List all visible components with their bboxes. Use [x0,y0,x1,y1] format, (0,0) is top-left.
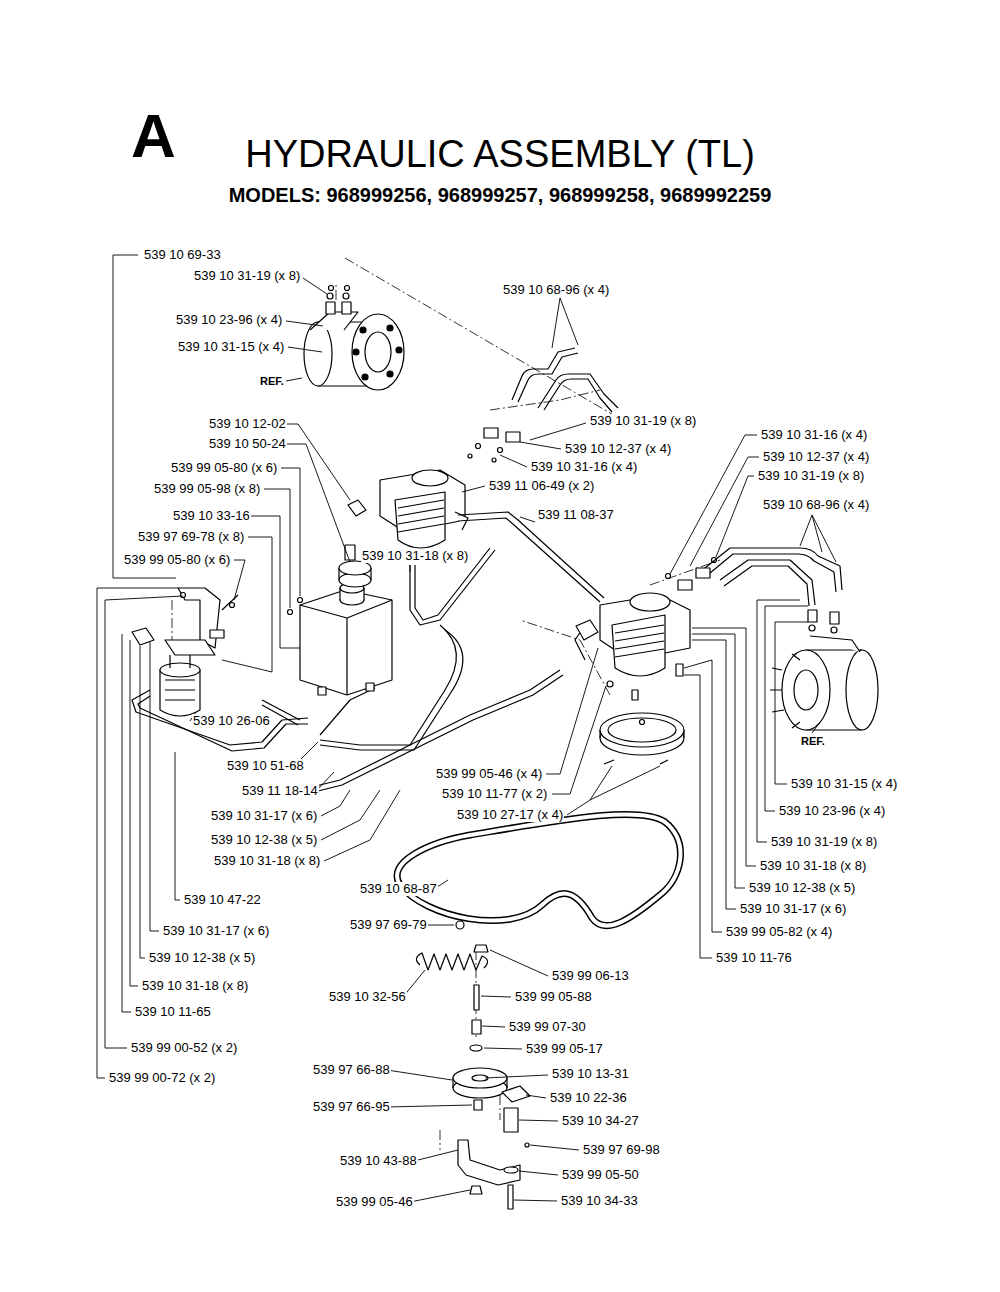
callout-number: 539 11 18-14 [241,784,319,798]
callout-number: 539 10 31-19 (x 8) [770,835,878,849]
callout-number: 539 99 05-88 [514,990,593,1004]
callout-number: 539 99 05-46 [335,1195,414,1209]
callout-number: 539 10 12-38 (x 5) [210,833,318,847]
drive-belt [397,814,680,925]
callout-number: 539 10 12-37 (x 4) [564,442,672,456]
callout-number: 539 10 23-96 (x 4) [175,313,283,327]
callout-number: 539 10 13-31 [551,1067,630,1081]
callout-number: 539 10 34-27 [561,1114,640,1128]
callout-number: 539 10 31-16 (x 4) [530,460,638,474]
callout-number: 539 10 12-38 (x 5) [148,951,256,965]
callout-number: 539 10 31-15 (x 4) [177,340,285,354]
wheel-motor [304,286,404,391]
callout-number: 539 99 05-80 (x 6) [123,553,231,567]
callout-number: 539 10 26-06 [192,714,271,728]
callout-number: 539 10 31-19 (x 8) [757,469,865,483]
callout-number: 539 99 05-17 [525,1042,604,1056]
callout-number: 539 99 05-46 (x 4) [435,767,543,781]
callout-number: 539 10 31-18 (x 8) [759,859,867,873]
models-line: MODELS: 968999256, 968999257, 968999258,… [228,184,773,206]
callout-number: 539 99 05-82 (x 4) [725,925,833,939]
callout-number: 539 10 12-38 (x 5) [748,881,856,895]
callout-number: 539 10 50-24 [208,437,287,451]
alignment-line [172,258,720,1150]
callout-number: 539 10 11-77 (x 2) [441,787,548,801]
callout-number: 539 99 07-30 [508,1020,587,1034]
callout-number: 539 99 05-98 (x 8) [153,482,261,496]
callout-number: 539 10 31-19 (x 8) [193,269,301,283]
wheel-motor [770,610,878,730]
callout-number: 539 11 08-37 [537,508,615,522]
callout-number: 539 97 66-95 [312,1100,391,1114]
callout-number: 539 10 22-36 [549,1091,628,1105]
callout-number: 539 10 68-87 [359,882,438,896]
callout-number: 539 10 34-33 [560,1194,639,1208]
callout-number: 539 97 69-79 [349,918,428,932]
callout-number: 539 10 31-17 (x 6) [210,809,318,823]
callout-number: 539 10 31-18 (x 8) [361,549,469,563]
leader-line [97,255,836,1202]
callout-number: REF. [259,375,285,387]
section-letter: A [130,102,177,170]
diagram-title: HYDRAULIC ASSEMBLY (TL) [244,134,756,176]
callout-number: 539 10 31-19 (x 8) [589,414,697,428]
callout-number: 539 10 31-18 (x 8) [141,979,249,993]
reservoir-tank [288,561,393,695]
callout-number: 539 10 12-02 [208,417,287,431]
callout-number: 539 10 31-15 (x 4) [790,777,898,791]
callout-number: 539 10 51-68 [226,759,305,773]
callout-number: REF. [800,735,826,747]
hydraulic-tube [666,548,843,606]
callout-number: 539 10 31-18 (x 8) [213,854,321,868]
pulley [600,713,684,764]
callout-number: 539 10 69-33 [143,248,222,262]
filter-assembly [132,588,238,716]
callout-number: 539 10 23-96 (x 4) [778,804,886,818]
callout-number: 539 10 31-17 (x 6) [162,924,270,938]
callout-number: 539 10 27-17 (x 4) [456,808,564,822]
callout-number: 539 10 31-16 (x 4) [760,428,868,442]
callout-number: 539 10 68-96 (x 4) [762,498,870,512]
callout-number: 539 10 12-37 (x 4) [762,450,870,464]
hydraulic-pump [576,593,690,700]
callout-number: 539 99 06-13 [551,969,630,983]
callout-number: 539 99 05-80 (x 6) [170,461,278,475]
callout-number: 539 10 68-96 (x 4) [502,283,610,297]
callout-number: 539 10 11-76 [715,951,793,965]
callout-number: 539 10 47-22 [183,893,262,907]
callout-number: 539 10 11-65 [134,1005,212,1019]
callout-number: 539 11 06-49 (x 2) [488,479,595,493]
callout-number: 539 10 32-56 [328,990,407,1004]
callout-number: 539 10 33-16 [172,509,251,523]
callout-number: 539 99 00-52 (x 2) [130,1041,238,1055]
callout-number: 539 97 66-88 [312,1063,391,1077]
callout-number: 539 10 31-17 (x 6) [739,902,847,916]
callout-number: 539 10 43-88 [339,1154,418,1168]
hydraulic-pump [345,470,468,560]
callout-number: 539 99 05-50 [561,1168,640,1182]
callout-number: 539 97 69-98 [582,1143,661,1157]
callout-number: 539 99 00-72 (x 2) [108,1071,216,1085]
callout-number: 539 97 69-78 (x 8) [137,530,245,544]
idler-assembly [416,921,530,1209]
